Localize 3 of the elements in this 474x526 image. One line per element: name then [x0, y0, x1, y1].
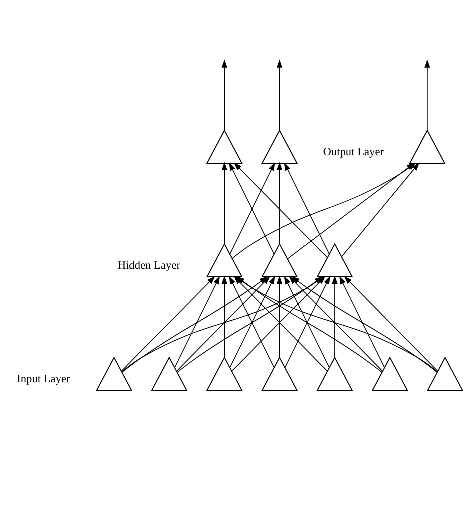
label: Input Layer [17, 374, 70, 386]
label: Hidden Layer [118, 260, 181, 272]
label: Output Layer [323, 146, 384, 159]
